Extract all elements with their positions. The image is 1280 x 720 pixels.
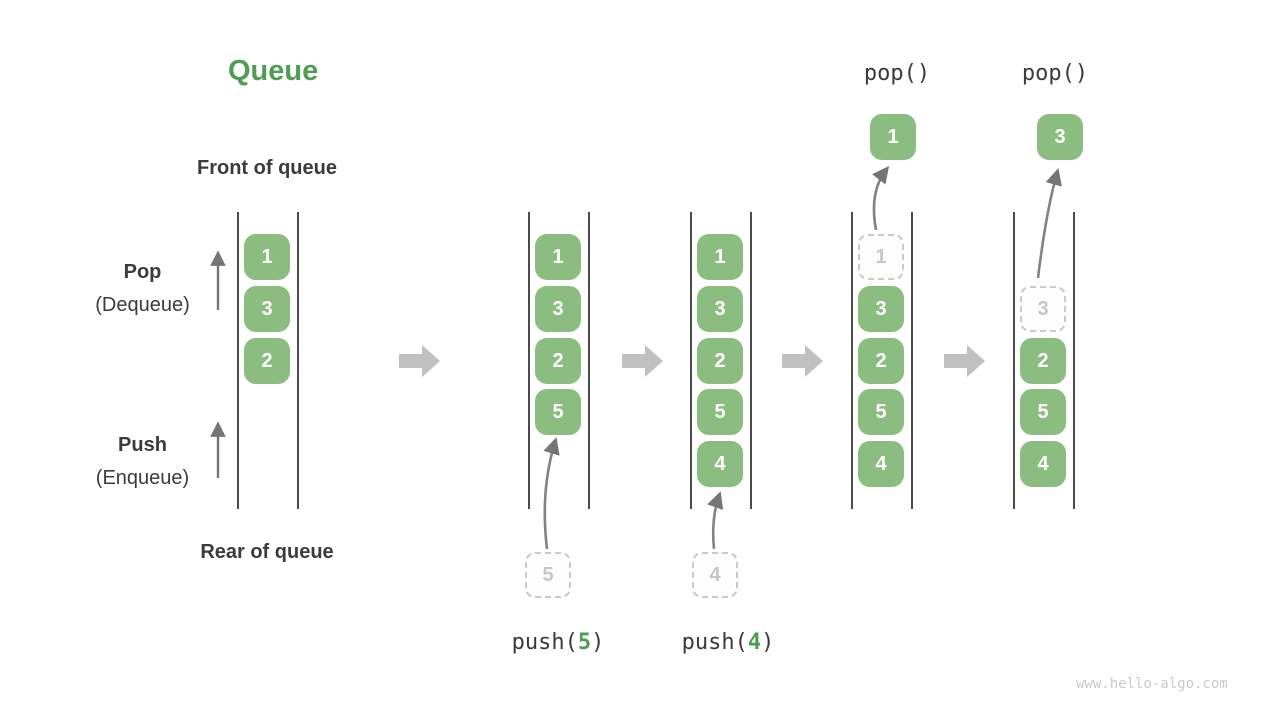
queue-rail: [297, 212, 299, 509]
flow-arrow-icon: [399, 345, 440, 377]
push-motion-arrow-icon: [707, 491, 724, 550]
queue-cell: 1: [697, 234, 743, 280]
push-close-text: ): [761, 630, 775, 655]
flow-arrow-icon: [944, 345, 985, 377]
incoming-ghost-cell: 4: [692, 552, 738, 598]
popped-cell: 3: [1037, 114, 1083, 160]
queue-cell: 5: [1020, 389, 1066, 435]
queue-cell: 1: [535, 234, 581, 280]
push-operation-label: push(5): [493, 630, 623, 655]
pop-dequeue-label: Pop (Dequeue): [55, 256, 230, 322]
queue-cell: 4: [1020, 441, 1066, 487]
queue-cell: 5: [697, 389, 743, 435]
queue-rail: [1013, 212, 1015, 509]
enqueue-label: (Enqueue): [95, 467, 190, 489]
pop-motion-arrow-icon: [872, 165, 890, 231]
queue-cell: 3: [535, 286, 581, 332]
push-fn-text: push(: [681, 630, 748, 655]
push-motion-arrow-icon: [543, 437, 560, 550]
queue-cell: 3: [244, 286, 290, 332]
pop-motion-arrow-icon: [1036, 168, 1062, 279]
push-fn-text: push(: [511, 630, 578, 655]
queue-rail: [911, 212, 913, 509]
rear-of-queue-label: Rear of queue: [200, 541, 334, 563]
push-close-text: ): [591, 630, 605, 655]
watermark: www.hello-algo.com: [1076, 676, 1228, 692]
diagram-title: Queue: [228, 55, 319, 87]
popped-ghost-cell: 3: [1020, 286, 1066, 332]
push-enqueue-label: Push (Enqueue): [55, 429, 230, 495]
queue-cell: 2: [858, 338, 904, 384]
dequeue-label: (Dequeue): [95, 294, 190, 316]
push-label: Push: [118, 434, 167, 456]
flow-arrow-icon: [622, 345, 663, 377]
queue-rail: [1073, 212, 1075, 509]
push-arg-text: 4: [747, 630, 762, 655]
popped-cell: 1: [870, 114, 916, 160]
queue-rail: [237, 212, 239, 509]
queue-cell: 2: [244, 338, 290, 384]
push-operation-label: push(4): [663, 630, 793, 655]
queue-cell: 2: [1020, 338, 1066, 384]
pop-operation-label: pop(): [1021, 61, 1089, 86]
queue-cell: 1: [244, 234, 290, 280]
queue-rail: [528, 212, 530, 509]
queue-rail: [851, 212, 853, 509]
popped-ghost-cell: 1: [858, 234, 904, 280]
flow-arrow-icon: [782, 345, 823, 377]
queue-cell: 2: [697, 338, 743, 384]
incoming-ghost-cell: 5: [525, 552, 571, 598]
queue-cell: 5: [858, 389, 904, 435]
queue-cell: 5: [535, 389, 581, 435]
queue-rail: [690, 212, 692, 509]
pop-operation-label: pop(): [863, 61, 931, 86]
queue-rail: [588, 212, 590, 509]
queue-cell: 3: [697, 286, 743, 332]
queue-cell: 2: [535, 338, 581, 384]
pop-label: Pop: [123, 261, 162, 283]
queue-cell: 3: [858, 286, 904, 332]
push-arg-text: 5: [577, 630, 592, 655]
queue-rail: [750, 212, 752, 509]
queue-cell: 4: [697, 441, 743, 487]
front-of-queue-label: Front of queue: [197, 157, 337, 179]
queue-cell: 4: [858, 441, 904, 487]
